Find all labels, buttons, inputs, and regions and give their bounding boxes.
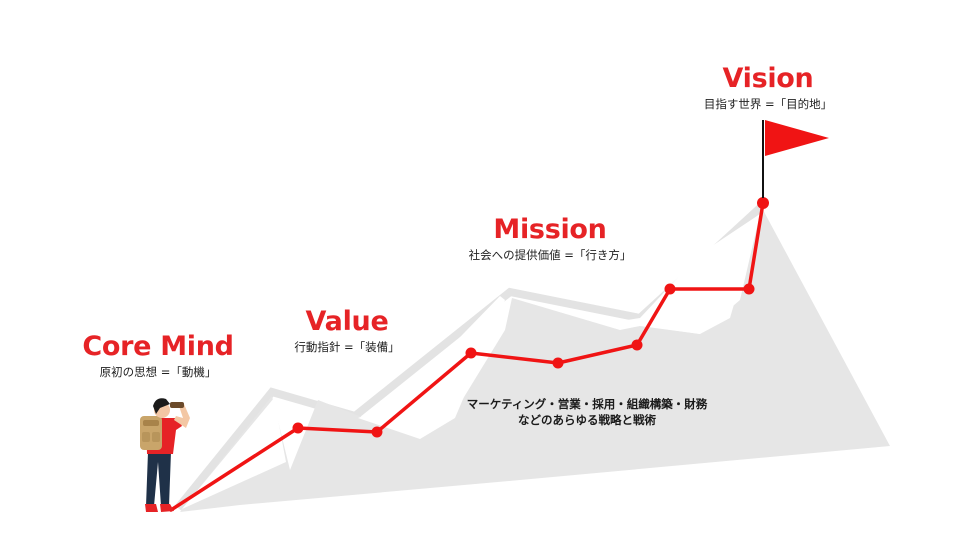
- tactics-line-2: などのあらゆる戦略と戦術: [517, 413, 656, 427]
- stage-core-mind: Core Mind 原初の思想 =「動機」: [82, 331, 234, 380]
- stage-title: Core Mind: [82, 331, 234, 362]
- stage-title: Vision: [722, 63, 814, 94]
- path-node: [465, 347, 477, 359]
- tactics-line-1: マーケティング・営業・採用・組織構築・財務: [466, 397, 708, 411]
- path-node: [743, 283, 755, 295]
- stage-mission: Mission 社会への提供価値 =「行き方」: [469, 215, 632, 263]
- stage-vision: Vision 目指す世界 =「目的地」: [704, 64, 832, 112]
- path-node: [631, 339, 643, 351]
- stage-title: Value: [305, 306, 389, 337]
- path-node: [664, 283, 676, 295]
- path-node: [552, 357, 564, 369]
- progress-path: [169, 197, 769, 512]
- path-node: [292, 422, 304, 434]
- stage-title: Mission: [493, 214, 607, 245]
- summit-flag-icon: [762, 120, 829, 198]
- stage-subtitle: 原初の思想 =「動機」: [99, 365, 217, 379]
- stage-value: Value 行動指針 =「装備」: [294, 307, 399, 355]
- path-node: [757, 197, 769, 209]
- hiker-with-binoculars-icon: [140, 398, 190, 512]
- stage-subtitle: 社会への提供価値 =「行き方」: [468, 248, 632, 262]
- stage-subtitle: 行動指針 =「装備」: [294, 340, 400, 354]
- path-node: [371, 426, 383, 438]
- tactics-caption: マーケティング・営業・採用・組織構築・財務 などのあらゆる戦略と戦術: [467, 396, 708, 428]
- stage-subtitle: 目指す世界 =「目的地」: [703, 97, 833, 111]
